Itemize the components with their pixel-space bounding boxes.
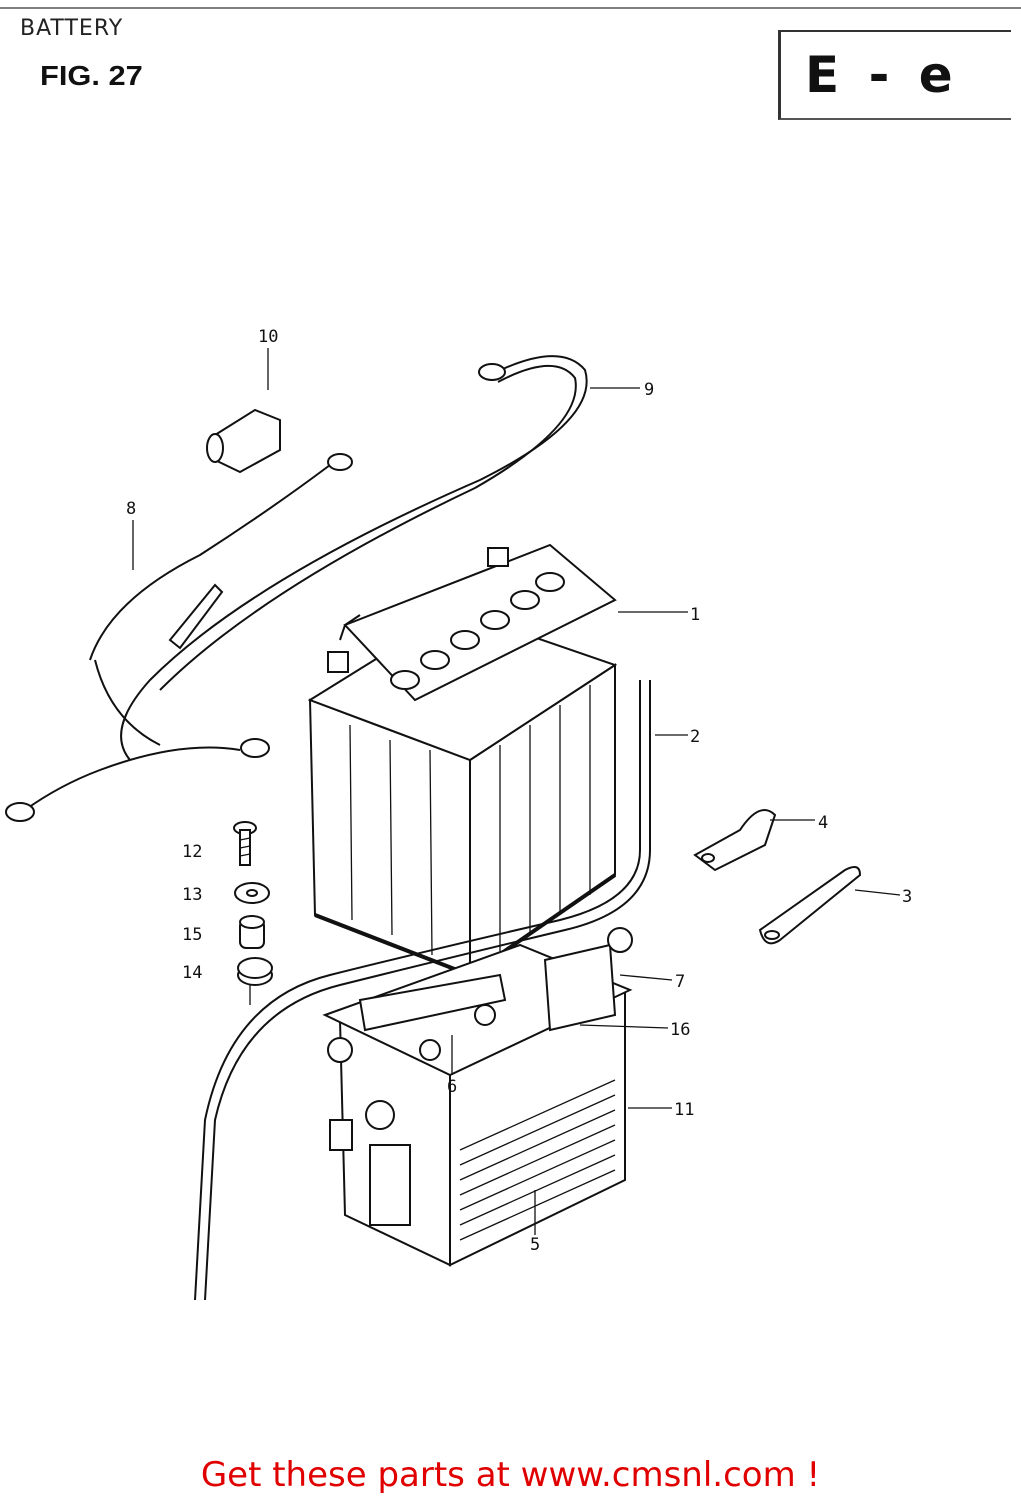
callout-4: 4: [818, 813, 828, 833]
callout-6: 6: [447, 1077, 457, 1097]
clamp: [693, 809, 777, 872]
callout-11: 11: [674, 1100, 694, 1120]
page-header-title: BATTERY: [20, 16, 124, 41]
callout-16: 16: [670, 1020, 690, 1040]
callout-8: 8: [126, 499, 136, 519]
battery-minus-lead: [5, 453, 353, 822]
area-code-box: E - e: [778, 30, 1011, 120]
leader-lines: [132, 348, 901, 1235]
footer-parts-link[interactable]: Get these parts at www.cmsnl.com !: [200, 1455, 821, 1495]
callout-10: 10: [258, 327, 278, 347]
callout-14: 14: [182, 963, 202, 983]
breather-tube: [194, 680, 641, 1301]
battery-case: [322, 927, 633, 1267]
callout-13: 13: [182, 885, 202, 905]
small-hardware: [233, 821, 273, 1005]
battery-band: [758, 865, 862, 945]
callout-12: 12: [182, 842, 202, 862]
figure-label: FIG. 27: [40, 60, 143, 91]
callout-9: 9: [644, 380, 654, 400]
callout-15: 15: [182, 925, 202, 945]
callout-3: 3: [902, 887, 912, 907]
callout-2: 2: [690, 727, 700, 747]
battery: [307, 543, 618, 978]
terminal-cover: [206, 408, 281, 474]
battery-plus-lead: [120, 355, 588, 761]
callout-7: 7: [675, 972, 685, 992]
callout-5: 5: [530, 1235, 540, 1255]
area-code: E - e: [805, 46, 959, 104]
callout-1: 1: [690, 605, 700, 625]
